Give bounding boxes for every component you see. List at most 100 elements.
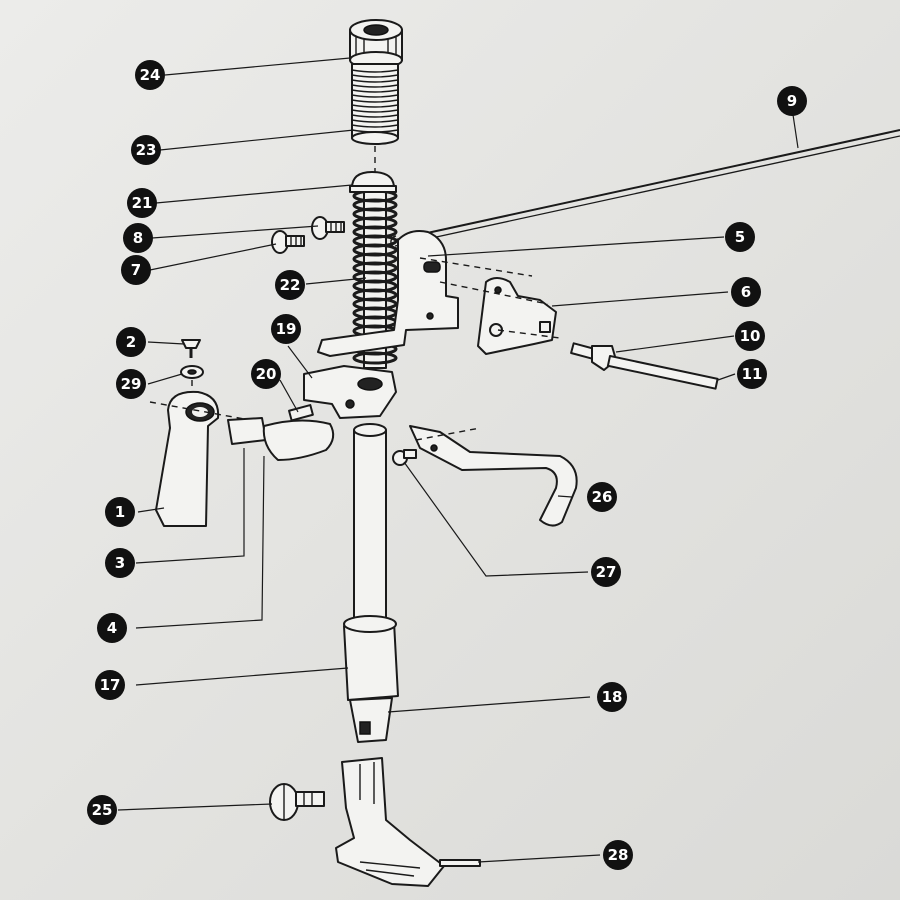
callout-11: 11: [737, 359, 767, 389]
thumbscrew-part-25: [269, 783, 325, 821]
callout-18: 18: [597, 682, 627, 712]
callout-number: 6: [741, 283, 751, 301]
callout-number: 22: [280, 276, 301, 294]
callout-badge: [725, 222, 755, 252]
callout-17: 17: [95, 670, 125, 700]
leader-lines: [117, 57, 799, 863]
callout-8: 8: [123, 223, 153, 253]
presser-foot-part-28: [335, 757, 481, 887]
callout-badge: [116, 327, 146, 357]
callout-badge: [87, 795, 117, 825]
bracket-part-5: [317, 230, 459, 357]
callout-badge: [105, 497, 135, 527]
clamp-part-19: [303, 365, 397, 419]
threaded-screw-part-23: [351, 63, 399, 145]
callout-number: 1: [115, 503, 125, 521]
callout-4: 4: [97, 613, 127, 643]
washer-part-29: [180, 365, 204, 379]
lifter-part-26: [409, 425, 578, 527]
callout-number: 23: [136, 141, 157, 159]
rod-part-9: [390, 129, 900, 249]
callout-3: 3: [105, 548, 135, 578]
callout-number: 11: [742, 365, 763, 383]
callout-number: 25: [92, 801, 113, 819]
callout-badge: [95, 670, 125, 700]
callout-badge: [121, 255, 151, 285]
cam-part-4: [262, 419, 335, 461]
screw-part-7: [271, 230, 305, 254]
callout-number: 18: [602, 688, 623, 706]
callout-badge: [127, 188, 157, 218]
callout-9: 9: [777, 86, 807, 116]
pin-part-11: [606, 354, 719, 390]
callout-5: 5: [725, 222, 755, 252]
plate-part-6: [477, 277, 557, 355]
callout-1: 1: [105, 497, 135, 527]
callout-number: 3: [115, 554, 125, 572]
callout-number: 7: [131, 261, 141, 279]
shank-part-18: [349, 697, 393, 743]
callout-badge: [131, 135, 161, 165]
callout-badge: [731, 277, 761, 307]
callout-badge: [271, 314, 301, 344]
lever-part-1: [155, 390, 220, 527]
callout-2: 2: [116, 327, 146, 357]
callout-badge: [603, 840, 633, 870]
callout-number: 10: [740, 327, 761, 345]
callout-21: 21: [127, 188, 157, 218]
callout-number: 26: [592, 488, 613, 506]
callout-27: 27: [591, 557, 621, 587]
callout-number: 17: [100, 676, 121, 694]
callout-badge: [777, 86, 807, 116]
callout-badge: [251, 359, 281, 389]
assembly-guides: [419, 257, 561, 339]
callout-28: 28: [603, 840, 633, 870]
callout-number: 19: [276, 320, 297, 338]
callout-6: 6: [731, 277, 761, 307]
callout-badge: [123, 223, 153, 253]
callout-29: 29: [116, 369, 146, 399]
callout-number: 28: [608, 846, 629, 864]
callout-badge: [135, 60, 165, 90]
callout-22: 22: [275, 270, 305, 300]
callout-badge: [275, 270, 305, 300]
callout-number: 29: [121, 375, 142, 393]
callout-10: 10: [735, 321, 765, 351]
assembly-guides: [149, 401, 251, 421]
callout-23: 23: [131, 135, 161, 165]
callout-number: 2: [126, 333, 136, 351]
callout-number: 9: [787, 92, 797, 110]
callout-7: 7: [121, 255, 151, 285]
callout-25: 25: [87, 795, 117, 825]
callout-number: 24: [140, 66, 161, 84]
callout-20: 20: [251, 359, 281, 389]
callout-badge: [116, 369, 146, 399]
callout-26: 26: [587, 482, 617, 512]
callout-badge: [591, 557, 621, 587]
callout-badge: [597, 682, 627, 712]
screw-part-2: [181, 339, 201, 358]
callout-number: 21: [132, 194, 153, 212]
callout-badge: [735, 321, 765, 351]
callout-number: 27: [596, 563, 617, 581]
cam-part-3: [227, 417, 267, 445]
callout-badge: [737, 359, 767, 389]
callout-number: 4: [107, 619, 117, 637]
nut-part-24: [349, 19, 403, 69]
callout-number: 20: [256, 365, 277, 383]
bar-cap-part-21: [349, 171, 397, 193]
callout-number: 5: [735, 228, 745, 246]
callout-badge: [97, 613, 127, 643]
callout-badge: [587, 482, 617, 512]
screw-part-27: [392, 449, 417, 466]
setscrew-part-20: [288, 404, 314, 422]
screw-part-8: [311, 216, 345, 240]
callout-19: 19: [271, 314, 301, 344]
callout-badge: [105, 548, 135, 578]
presser-bar-part-17: [343, 423, 399, 701]
callout-number: 8: [133, 229, 143, 247]
callout-24: 24: [135, 60, 165, 90]
